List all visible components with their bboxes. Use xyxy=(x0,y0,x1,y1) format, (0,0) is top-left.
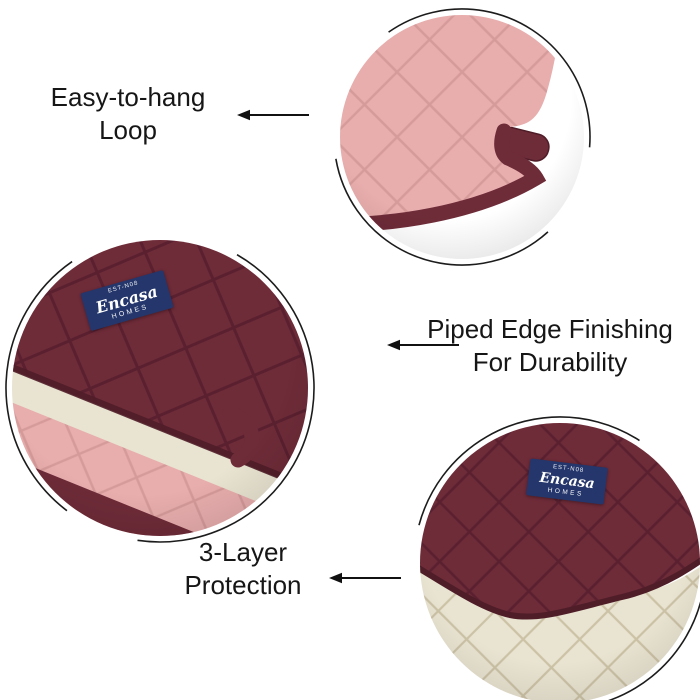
callout-line: Protection xyxy=(184,570,302,600)
left-arrow-icon xyxy=(329,572,401,584)
left-arrow-icon xyxy=(237,109,309,121)
callout-line: For Durability xyxy=(472,347,628,377)
decorative-arc xyxy=(5,233,315,543)
callout-line: Piped Edge Finishing xyxy=(427,314,673,344)
left-arrow-icon xyxy=(387,339,459,351)
callout-line: Loop xyxy=(99,115,157,145)
decorative-arc xyxy=(333,8,591,266)
callout-line: 3-Layer xyxy=(198,537,288,567)
photo-3-layer xyxy=(413,416,700,700)
callout-line: Easy-to-hang xyxy=(50,82,206,112)
decorative-arc xyxy=(413,416,700,700)
callout-piped-edge: Piped Edge Finishing For Durability xyxy=(400,313,700,379)
callout-easy-to-hang-loop: Easy-to-hang Loop xyxy=(16,81,240,147)
callout-3-layer: 3-Layer Protection xyxy=(140,536,346,602)
photo-easy-hang-loop xyxy=(333,8,591,266)
